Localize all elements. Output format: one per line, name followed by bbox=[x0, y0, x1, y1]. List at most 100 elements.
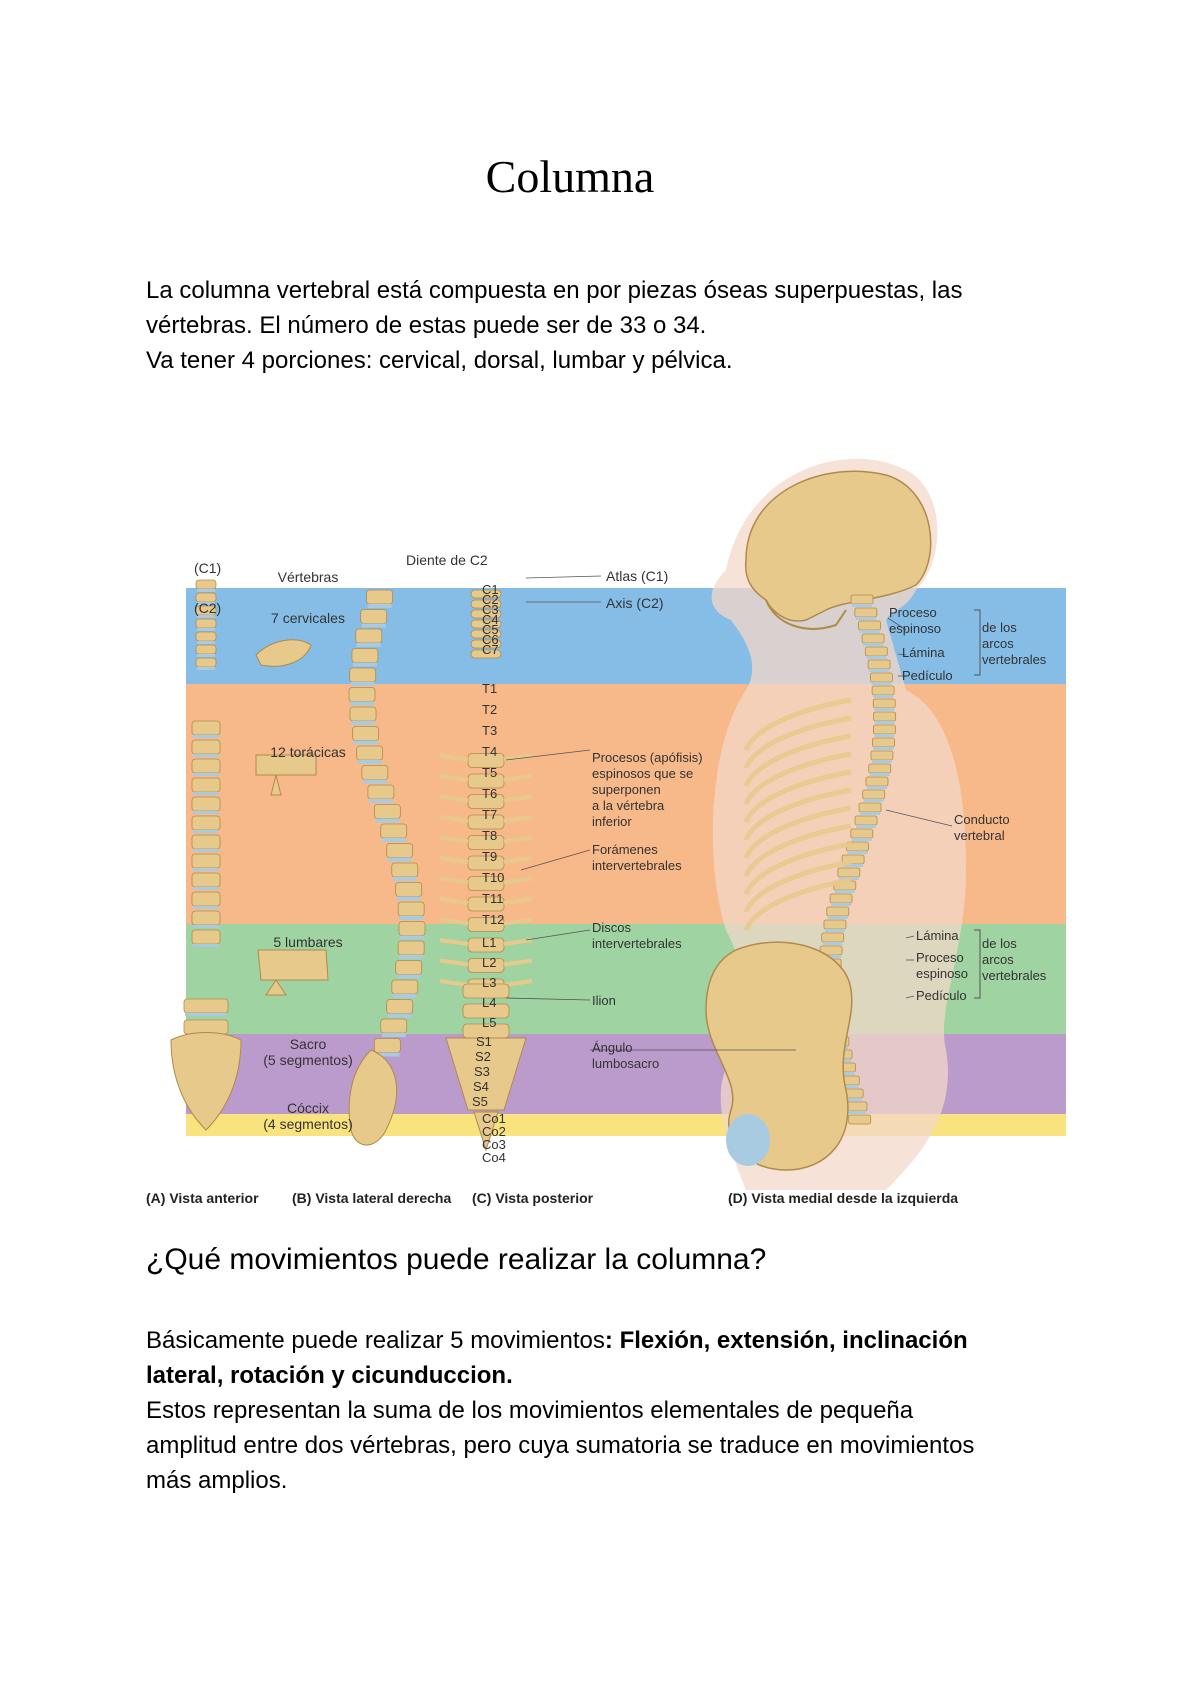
leader-line bbox=[897, 653, 907, 656]
leader-line bbox=[520, 849, 591, 871]
label-dens: Diente de C2 bbox=[406, 552, 488, 568]
anterior-disc bbox=[197, 667, 215, 670]
lateral-disc bbox=[367, 604, 392, 608]
posterior-vertebra bbox=[470, 629, 502, 639]
rib bbox=[743, 769, 852, 824]
posterior-vertebra bbox=[470, 649, 502, 659]
lateral-vertebra bbox=[349, 667, 377, 683]
medial-disc bbox=[834, 890, 855, 893]
anterior-vertebra bbox=[191, 815, 221, 831]
anterior-disc bbox=[193, 811, 219, 814]
caption-right-lateral-view: (B) Vista lateral derecha bbox=[292, 1190, 452, 1206]
leader-line bbox=[887, 617, 907, 631]
anterior-vertebra bbox=[195, 644, 217, 655]
posterior-coccyx bbox=[473, 1111, 499, 1152]
lateral-sacrum bbox=[348, 1049, 398, 1146]
medial-vertebra bbox=[829, 893, 853, 904]
transverse-process bbox=[439, 753, 469, 762]
anterior-disc bbox=[193, 773, 219, 776]
vertebrae-heading: Vértebras bbox=[277, 569, 339, 585]
medial-vertebra bbox=[865, 776, 889, 787]
posterior-vertebra bbox=[467, 896, 505, 912]
medial-disc bbox=[863, 643, 884, 646]
posterior-vertebra bbox=[467, 835, 505, 850]
anterior-disc bbox=[193, 830, 219, 833]
vertebra-level-label: T3 bbox=[482, 723, 498, 738]
leader-line bbox=[905, 935, 915, 939]
posterior-sacrum bbox=[445, 1037, 527, 1111]
lateral-disc bbox=[396, 896, 421, 901]
medial-vertebra bbox=[821, 932, 845, 943]
medial-disc bbox=[851, 838, 872, 841]
medial-vertebra bbox=[826, 906, 850, 917]
posterior-vertebra bbox=[467, 794, 505, 809]
anterior-vertebra bbox=[191, 929, 221, 945]
vertebra-level-label: C7 bbox=[482, 642, 499, 657]
anterior-disc bbox=[193, 754, 219, 757]
band-cervical bbox=[186, 588, 1066, 684]
medial-vertebra bbox=[861, 633, 885, 644]
lateral-vertebra bbox=[397, 940, 425, 956]
caption-medial-view: (D) Vista medial desde la izquierda bbox=[728, 1190, 959, 1206]
vertebra-level-label: S4 bbox=[473, 1079, 489, 1094]
transverse-process bbox=[503, 794, 533, 803]
intro-line: Va tener 4 porciones: cervical, dorsal, … bbox=[146, 347, 733, 374]
transverse-process bbox=[439, 938, 469, 946]
medial-disc bbox=[855, 617, 876, 620]
answer-line-1: Básicamente puede realizar 5 movimientos… bbox=[146, 1327, 968, 1354]
label-c1: (C1) bbox=[194, 560, 222, 576]
posterior-vertebra bbox=[467, 814, 505, 830]
brace-upper bbox=[974, 609, 981, 676]
lateral-vertebra bbox=[386, 999, 414, 1014]
vertebra-level-label: T6 bbox=[482, 786, 498, 801]
intro-line: La columna vertebral está compuesta en p… bbox=[146, 277, 963, 304]
transverse-process bbox=[439, 815, 469, 823]
medial-vertebra bbox=[864, 646, 888, 657]
lateral-disc bbox=[352, 662, 377, 667]
leader-line bbox=[885, 809, 953, 827]
label-lumbosacral-angle: Ángulo lumbosacro bbox=[592, 1040, 660, 1071]
medial-vertebra bbox=[850, 828, 874, 839]
lateral-vertebra bbox=[380, 823, 408, 839]
medial-disc bbox=[842, 1098, 863, 1101]
lateral-disc bbox=[381, 838, 406, 842]
lateral-disc bbox=[387, 857, 412, 862]
label-atlas: Atlas (C1) bbox=[606, 568, 669, 584]
medial-vertebra bbox=[858, 802, 882, 813]
lateral-disc bbox=[396, 974, 421, 979]
posterior-vertebra bbox=[467, 773, 505, 789]
lateral-disc bbox=[400, 935, 424, 940]
leader-line bbox=[525, 929, 591, 941]
medial-disc bbox=[871, 760, 892, 763]
posterior-vertebra bbox=[470, 589, 502, 599]
lateral-vertebra bbox=[355, 628, 383, 644]
anterior-vertebra bbox=[191, 777, 221, 793]
vertebra-level-label: C4 bbox=[482, 612, 499, 627]
medial-vertebra bbox=[848, 1114, 872, 1125]
medial-vertebra bbox=[862, 789, 886, 800]
medial-disc bbox=[866, 656, 887, 659]
caption-anterior-view: (A) Vista anterior bbox=[146, 1190, 259, 1206]
spine-figure: (C1) (C2) Vértebras 7 cervicales 12 torá… bbox=[146, 450, 1066, 1212]
leader-line bbox=[525, 575, 602, 579]
lateral-vertebra bbox=[360, 609, 388, 624]
pubic-symphysis bbox=[726, 1114, 770, 1166]
vertebra-level-label: C6 bbox=[482, 632, 499, 647]
region-lumbar: 5 lumbares bbox=[273, 934, 343, 950]
label-spinous-process-lower: Proceso espinoso bbox=[916, 950, 969, 981]
label-foramina: Forámenes intervertebrales bbox=[592, 842, 682, 873]
lateral-vertebra bbox=[386, 843, 414, 858]
transverse-process bbox=[439, 856, 469, 864]
medial-disc bbox=[822, 942, 843, 945]
label-c2: (C2) bbox=[194, 600, 222, 616]
medial-disc bbox=[874, 721, 895, 724]
anterior-disc bbox=[197, 615, 215, 618]
transverse-process bbox=[503, 979, 533, 987]
lateral-vertebra bbox=[367, 784, 395, 800]
brace-lower bbox=[974, 929, 981, 999]
anterior-vertebra bbox=[195, 657, 217, 668]
answer-line-2: lateral, rotación y cicunduccion. bbox=[146, 1358, 1106, 1393]
medial-disc bbox=[874, 708, 895, 711]
medial-disc bbox=[873, 695, 894, 698]
label-pedicle-upper: Pedículo bbox=[902, 668, 953, 683]
